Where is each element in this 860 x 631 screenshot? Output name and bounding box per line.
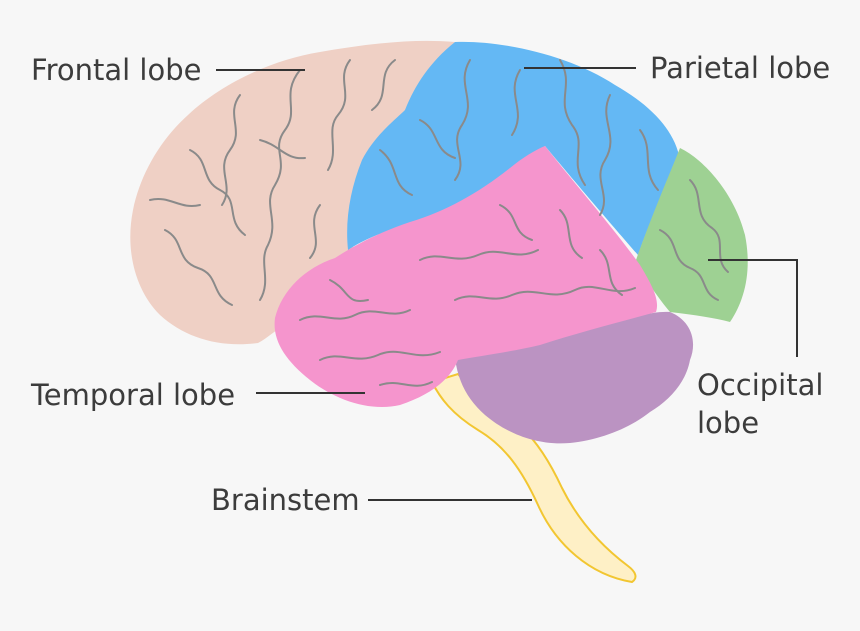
parietal-lobe-region [347,41,680,255]
parietal-lobe-label: Parietal lobe [650,51,831,85]
occipital-lobe-label-line2: lobe [697,406,760,440]
leader-lines [216,67,798,501]
occipital-leader-line [708,259,798,357]
occipital-lobe-label-line1: Occipital [697,368,824,402]
brainstem-label: Brainstem [211,483,360,517]
frontal-lobe-label: Frontal lobe [31,53,202,87]
frontal-lobe-region [130,40,455,345]
sulci-lines [149,59,729,387]
occipital-lobe-region [636,148,748,322]
temporal-lobe-label: Temporal lobe [31,378,236,412]
